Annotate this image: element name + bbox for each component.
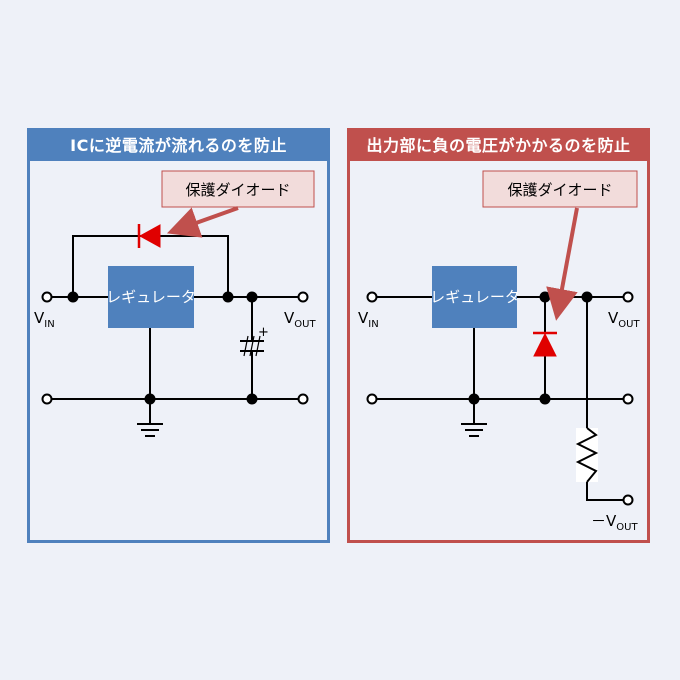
left-terminal-gnd-out <box>297 393 309 405</box>
right-terminal-vin <box>366 291 378 303</box>
left-ground-icon <box>137 423 163 437</box>
right-callout-label: 保護ダイオード <box>507 181 612 199</box>
left-vout-label: VOUT <box>284 309 316 330</box>
right-callout-arrow <box>546 207 579 321</box>
left-terminal-vin <box>41 291 53 303</box>
left-junction-cap-ground <box>246 393 258 405</box>
right-regulator-box <box>432 266 517 328</box>
right-junction-ground <box>468 393 480 405</box>
right-neg-vout-label: －VOUT <box>591 512 638 533</box>
left-cap-plus-sign: + <box>258 325 269 340</box>
right-terminal-gnd-out <box>622 393 634 405</box>
left-junction-input <box>67 291 79 303</box>
right-junction-diode-ground <box>539 393 551 405</box>
left-callout-label: 保護ダイオード <box>185 181 290 199</box>
right-panel-title: 出力部に負の電圧がかかるのを防止 <box>350 131 647 161</box>
right-terminal-neg-vout <box>622 494 634 506</box>
right-terminals <box>366 291 634 506</box>
right-wire-resistor-bottom <box>586 482 624 501</box>
right-junction-resistor <box>581 291 593 303</box>
left-regulator-box <box>108 266 194 328</box>
right-terminal-gnd-in <box>366 393 378 405</box>
left-terminal-vout <box>297 291 309 303</box>
right-callout-box <box>482 170 638 208</box>
left-junction-output <box>222 291 234 303</box>
left-vin-label: VIN <box>34 309 55 330</box>
right-ground-icon <box>461 423 487 437</box>
right-protection-diode <box>533 331 557 357</box>
left-capacitor <box>240 335 264 357</box>
right-junction-diode <box>539 291 551 303</box>
left-callout-box <box>161 170 315 208</box>
right-resistor <box>575 427 599 483</box>
left-terminal-gnd-in <box>41 393 53 405</box>
left-junctions <box>67 291 258 405</box>
left-regulator-label: レギュレータ <box>106 288 196 306</box>
left-junction-cap <box>246 291 258 303</box>
right-regulator-label: レギュレータ <box>430 288 520 306</box>
left-terminals <box>41 291 309 405</box>
left-callout-arrow <box>166 206 239 238</box>
right-vout-label: VOUT <box>608 309 640 330</box>
left-panel-title: ICに逆電流が流れるのを防止 <box>30 131 327 161</box>
left-protection-diode <box>137 224 161 248</box>
right-terminal-vout <box>622 291 634 303</box>
right-vin-label: VIN <box>358 309 379 330</box>
left-junction-ground <box>144 393 156 405</box>
